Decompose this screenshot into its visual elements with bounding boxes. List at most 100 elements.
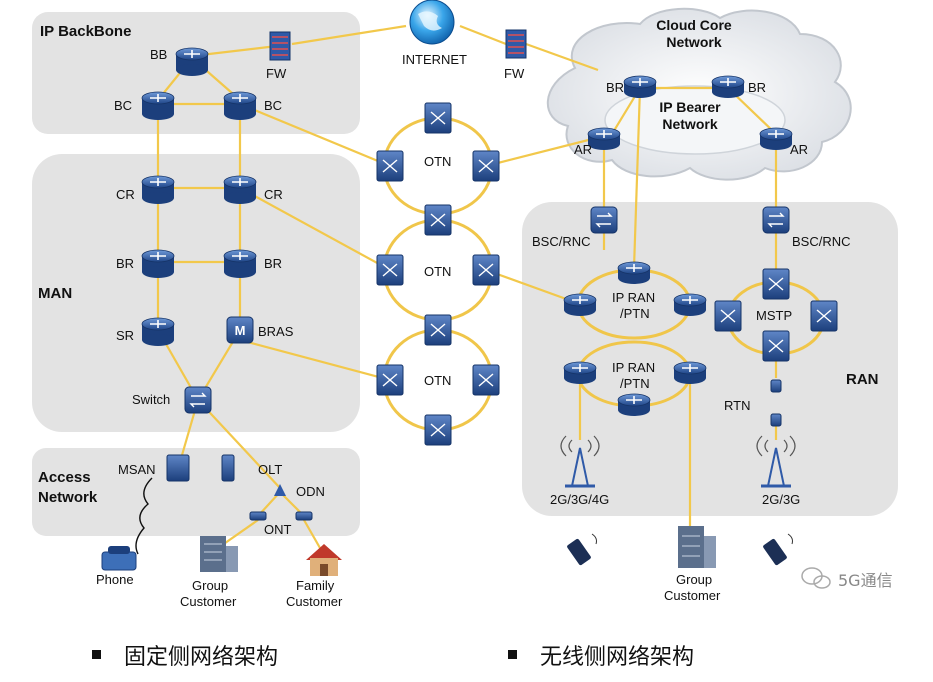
ip-backbone-title: IP BackBone bbox=[40, 23, 131, 40]
man-zone bbox=[32, 154, 360, 432]
otn-node-icon-1 bbox=[424, 102, 452, 134]
ran-zone bbox=[522, 202, 898, 516]
br-label-1: BR bbox=[116, 256, 134, 271]
ipran-label-1a: IP RAN bbox=[612, 290, 655, 305]
devices: M bbox=[141, 29, 838, 521]
otn-node-icon-6 bbox=[472, 254, 500, 286]
ar-label-2: AR bbox=[790, 142, 808, 157]
ar-label-1: AR bbox=[574, 142, 592, 157]
ont-label: ONT bbox=[264, 522, 292, 537]
footer-right-caption: 无线侧网络架构 bbox=[540, 645, 694, 670]
olt-icon bbox=[221, 454, 235, 482]
cloud-core-title-line1: Cloud Core bbox=[656, 17, 732, 33]
mstp-node-icon-1 bbox=[762, 268, 790, 300]
footer-bullet-2 bbox=[508, 650, 517, 659]
bc-router-icon-1 bbox=[141, 91, 175, 120]
cloud-br-router-icon-2 bbox=[711, 75, 745, 98]
msan-label: MSAN bbox=[118, 462, 156, 477]
cell-tower-icon bbox=[560, 435, 600, 488]
cloud-br-label-2: BR bbox=[748, 80, 766, 95]
cr-router-icon-1 bbox=[141, 175, 175, 204]
ipran-router-icon-4 bbox=[563, 361, 597, 384]
bsc-rnc-icon-2 bbox=[762, 206, 790, 234]
ipran-router-icon-6 bbox=[617, 393, 651, 416]
cloud-br-label-1: BR bbox=[606, 80, 624, 95]
tower-label-1: 2G/3G/4G bbox=[550, 492, 609, 507]
ont-icon-2 bbox=[295, 511, 313, 521]
bc-router-icon-2 bbox=[223, 91, 257, 120]
bsc-rnc-icon-1 bbox=[590, 206, 618, 234]
cloud-core-title-line2: Network bbox=[666, 34, 721, 50]
otn-label-2: OTN bbox=[424, 264, 451, 279]
ipran-label-2b: /PTN bbox=[620, 376, 650, 391]
bsc-rnc-label-2: BSC/RNC bbox=[792, 234, 851, 249]
ip-bearer-title-line1: IP Bearer bbox=[659, 99, 721, 115]
cloud-br-router-icon-1 bbox=[623, 75, 657, 98]
family-customer-label-a: Family bbox=[296, 578, 335, 593]
otn-label-1: OTN bbox=[424, 154, 451, 169]
ipran-router-icon-1 bbox=[617, 261, 651, 284]
otn-node-icon-8 bbox=[376, 364, 404, 396]
switch-icon bbox=[184, 386, 212, 414]
wechat-icon bbox=[801, 567, 831, 589]
group-customer-building-icon-2 bbox=[678, 526, 716, 568]
group-customer-label-2a: Group bbox=[676, 572, 712, 587]
otn-label-3: OTN bbox=[424, 373, 451, 388]
access-network-title-line1: Access bbox=[38, 469, 91, 486]
internet-globe-icon bbox=[409, 0, 455, 45]
odn-label: ODN bbox=[296, 484, 325, 499]
bc-label-1: BC bbox=[114, 98, 132, 113]
sr-router-icon bbox=[141, 317, 175, 346]
otn-node-icon-2 bbox=[376, 150, 404, 182]
rtn-label: RTN bbox=[724, 398, 750, 413]
svg-text:M: M bbox=[235, 323, 246, 338]
firewall-icon-2 bbox=[505, 29, 527, 59]
ip-bearer-title-line2: Network bbox=[662, 116, 717, 132]
phone-icon bbox=[101, 477, 153, 571]
family-customer-house-icon bbox=[306, 544, 342, 576]
group-customer-building-icon bbox=[200, 536, 238, 572]
bc-label-2: BC bbox=[264, 98, 282, 113]
access-network-title-line2: Network bbox=[38, 489, 98, 506]
bb-router-icon bbox=[175, 47, 209, 76]
otn-node-icon-4 bbox=[424, 204, 452, 236]
cr-label-2: CR bbox=[264, 187, 283, 202]
bb-label: BB bbox=[150, 47, 167, 62]
ar-router-icon-1 bbox=[587, 127, 621, 150]
ipran-router-icon-2 bbox=[563, 293, 597, 316]
msan-icon bbox=[166, 454, 190, 482]
tower-label-2: 2G/3G bbox=[762, 492, 800, 507]
phone-label: Phone bbox=[96, 572, 134, 587]
rtn-icon-1 bbox=[770, 379, 782, 393]
odn-icon bbox=[274, 484, 286, 496]
firewall-icon-1 bbox=[269, 31, 291, 61]
ar-router-icon-2 bbox=[759, 127, 793, 150]
mstp-node-icon-2 bbox=[714, 300, 742, 332]
group-customer-label-2b: Customer bbox=[664, 588, 721, 603]
bras-label: BRAS bbox=[258, 324, 294, 339]
family-customer-label-b: Customer bbox=[286, 594, 343, 609]
group-customer-label-1a: Group bbox=[192, 578, 228, 593]
mstp-node-icon-4 bbox=[762, 330, 790, 362]
mobile-phone-icon-2 bbox=[763, 533, 793, 566]
ont-icon-1 bbox=[249, 511, 267, 521]
footer-bullet-1 bbox=[92, 650, 101, 659]
cell-tower-icon-2 bbox=[756, 435, 796, 488]
br-label-2: BR bbox=[264, 256, 282, 271]
internet-label: INTERNET bbox=[402, 52, 467, 67]
mstp-node-icon-3 bbox=[810, 300, 838, 332]
mobile-phone-icon bbox=[567, 533, 597, 566]
ran-title: RAN bbox=[846, 371, 879, 388]
otn-node-icon-7 bbox=[424, 314, 452, 346]
ipran-router-icon-3 bbox=[673, 293, 707, 316]
cr-router-icon-2 bbox=[223, 175, 257, 204]
access-network-zone bbox=[32, 448, 360, 536]
br-router-icon-1 bbox=[141, 249, 175, 278]
otn-node-icon-5 bbox=[376, 254, 404, 286]
otn-node-icon-3 bbox=[472, 150, 500, 182]
footer-left-caption: 固定侧网络架构 bbox=[124, 645, 278, 670]
fw-label-1: FW bbox=[266, 66, 287, 81]
ipran-label-1b: /PTN bbox=[620, 306, 650, 321]
ipran-label-2a: IP RAN bbox=[612, 360, 655, 375]
